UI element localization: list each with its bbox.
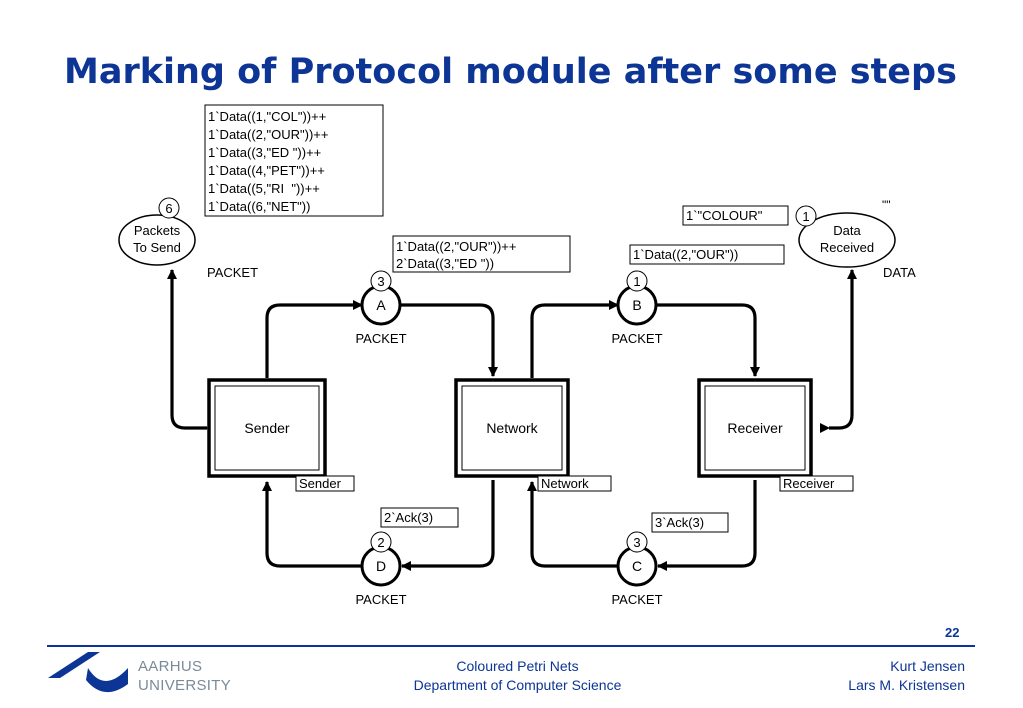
arc-sender-packets [167,269,216,433]
type-d: PACKET [355,592,406,607]
footer-authors: Kurt Jensen Lars M. Kristensen [848,657,965,695]
type-data: DATA [883,265,916,280]
text-places-b-name: B [632,297,641,313]
tag-network: Network [541,476,589,491]
logo-stroke-1 [48,652,100,678]
marking-d: 2`Ack(3) [380,507,459,528]
logo-stroke-2 [86,668,128,693]
arcs [167,269,857,571]
arc-d-to-sender [262,481,362,568]
text-places-b-marking-0: 1`Data((2,"OUR")) [633,247,738,262]
page-number: 22 [945,625,960,640]
arc-c-to-network [527,481,618,568]
place-data-received: Data Received 1 DATA "" [795,198,916,280]
text-places-a-marking-1: 2`Data((3,"ED ")) [396,256,494,271]
university-line-1: AARHUS [138,658,203,675]
text-places-packets_to_send-marking-0: 1`Data((1,"COL"))++ [208,109,326,124]
footer-center: Coloured Petri Nets Department of Comput… [380,657,655,695]
footer-author-1: Kurt Jensen [890,658,965,674]
transition-network-label: Network [486,420,538,436]
initial-marking-data: "" [882,198,891,212]
token-count-c: 3 [633,535,640,550]
place-data-label-2: Received [820,240,874,255]
token-count-b: 1 [633,274,640,289]
marking-c: 3`Ack(3) [651,512,729,533]
place-d: D 2 PACKET [355,531,407,607]
text-places-a-marking-0: 1`Data((2,"OUR"))++ [396,239,516,254]
tag-receiver: Receiver [783,476,835,491]
transition-sender-label: Sender [244,420,289,436]
transition-receiver: Receiver [697,378,813,478]
marking-b: 1`Data((2,"OUR")) [629,244,785,265]
substitution-tags: Sender Network Receiver [295,475,854,492]
arc-a-to-network [400,303,498,377]
marking-packets-to-send: 1`Data((1,"COL"))++ 1`Data((2,"OUR"))++ … [204,104,384,217]
type-packets: PACKET [207,265,258,280]
arc-network-to-b [530,300,619,378]
text-places-packets_to_send-marking-5: 1`Data((6,"NET")) [208,199,310,214]
place-packets-to-send: Packets To Send 6 PACKET [118,197,258,280]
footer-department: Department of Computer Science [413,677,622,693]
text-places-packets_to_send-marking-2: 1`Data((3,"ED "))++ [208,145,321,160]
slide-title: Marking of Protocol module after some st… [64,52,957,92]
marking-data-received: 1`"COLOUR" [682,205,789,226]
arc-b-to-receiver [656,303,760,377]
text-places-d-marking-0: 2`Ack(3) [384,510,433,525]
text-places-c-marking-0: 3`Ack(3) [655,515,704,530]
text-places-packets_to_send-marking-3: 1`Data((4,"PET"))++ [208,163,325,178]
type-a: PACKET [355,331,406,346]
marking-a: 1`Data((2,"OUR"))++ 2`Data((3,"ED ")) [392,235,571,273]
tag-sender: Sender [299,476,342,491]
place-data-label-1: Data [833,223,861,238]
university-line-2: UNIVERSITY [138,677,232,694]
type-b: PACKET [611,331,662,346]
arc-receiver-to-c [657,480,757,571]
place-b: B 1 PACKET [611,270,663,346]
arc-network-to-d [401,480,495,571]
text-places-d-name: D [376,558,386,574]
transition-network: Network [454,378,570,478]
arc-sender-to-a [265,300,363,378]
footer-course: Coloured Petri Nets [456,658,579,674]
place-packets-label-1: Packets [134,223,181,238]
aarhus-university-logo [48,652,128,693]
transition-receiver-label: Receiver [727,420,783,436]
token-count-d: 2 [377,535,384,550]
place-a: A 3 PACKET [355,270,407,346]
token-count-data: 1 [802,209,809,224]
university-name: AARHUS UNIVERSITY [138,657,231,695]
text-places-a-name: A [376,297,386,313]
text-places-packets_to_send-marking-4: 1`Data((5,"RI "))++ [208,181,320,196]
transition-sender: Sender [207,378,327,478]
footer-divider [47,645,975,647]
text-places-packets_to_send-marking-1: 1`Data((2,"OUR"))++ [208,127,328,142]
text-places-data_received-marking-0: 1`"COLOUR" [686,208,763,223]
text-places-c-name: C [632,558,642,574]
token-count-packets: 6 [165,201,172,216]
footer-author-2: Lars M. Kristensen [848,677,965,693]
place-packets-label-2: To Send [133,240,181,255]
type-c: PACKET [611,592,662,607]
arc-receiver-data [820,269,857,433]
token-count-a: 3 [377,274,384,289]
place-c: C 3 PACKET [611,531,663,607]
